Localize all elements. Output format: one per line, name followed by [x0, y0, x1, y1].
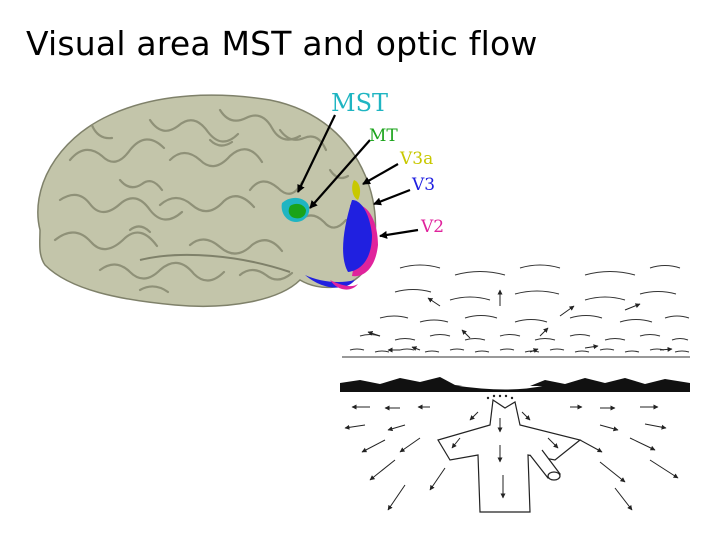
area-v2-lower-patch	[330, 280, 358, 290]
area-v3-patch	[343, 200, 372, 272]
label-v2: V2	[420, 217, 444, 237]
area-mt-patch	[288, 203, 306, 219]
mountain-silhouette	[340, 377, 690, 392]
sky-cloud-strokes	[349, 264, 690, 353]
focus-of-expansion	[486, 394, 514, 400]
label-v3a: V3a	[399, 149, 433, 169]
slide-title: Visual area MST and optic flow	[26, 24, 538, 63]
label-v3: V3	[411, 175, 435, 195]
sky-flow-arrows	[367, 289, 673, 353]
label-mt: MT	[369, 126, 398, 146]
arrow-v2	[379, 228, 419, 239]
optic-flow-field-illustration	[340, 264, 690, 513]
area-v3a-patch	[352, 180, 361, 200]
label-arrows	[297, 114, 419, 239]
visual-areas-overlay	[281, 180, 378, 290]
label-mst: MST	[331, 89, 388, 117]
arrow-mt	[309, 139, 371, 209]
area-v3-lower-patch	[305, 275, 355, 288]
cylinder-object	[529, 449, 561, 481]
runway-outline	[437, 398, 582, 513]
arrow-mst	[297, 114, 336, 193]
brain-surface-illustration: MST MT V3a V3 V2	[37, 89, 444, 308]
arrow-v3a	[362, 163, 399, 185]
ground-flow-arrows	[344, 404, 679, 511]
arrow-v3	[373, 188, 411, 206]
